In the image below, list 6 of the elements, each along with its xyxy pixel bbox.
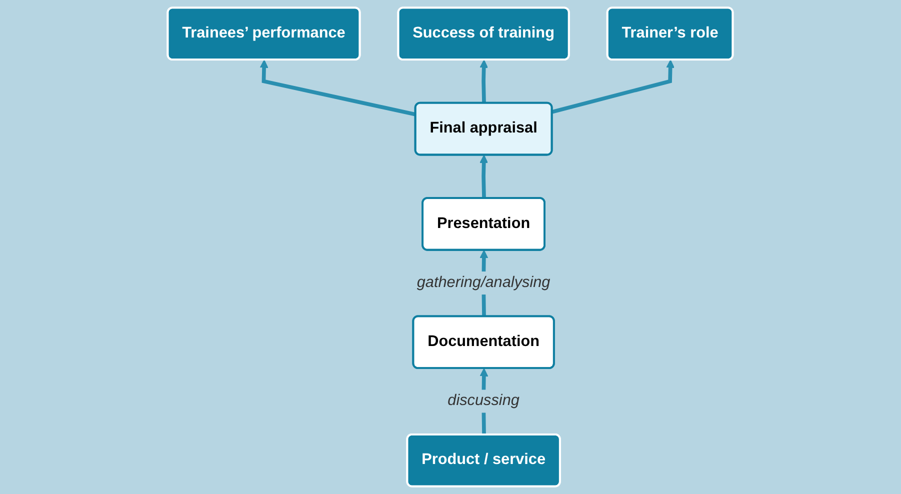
arrow <box>480 154 488 198</box>
edge-label: discussing <box>448 392 520 409</box>
arrow <box>480 60 488 104</box>
arrow <box>260 60 416 116</box>
arrow <box>552 60 675 114</box>
edge-label: gathering/analysing <box>417 274 551 291</box>
